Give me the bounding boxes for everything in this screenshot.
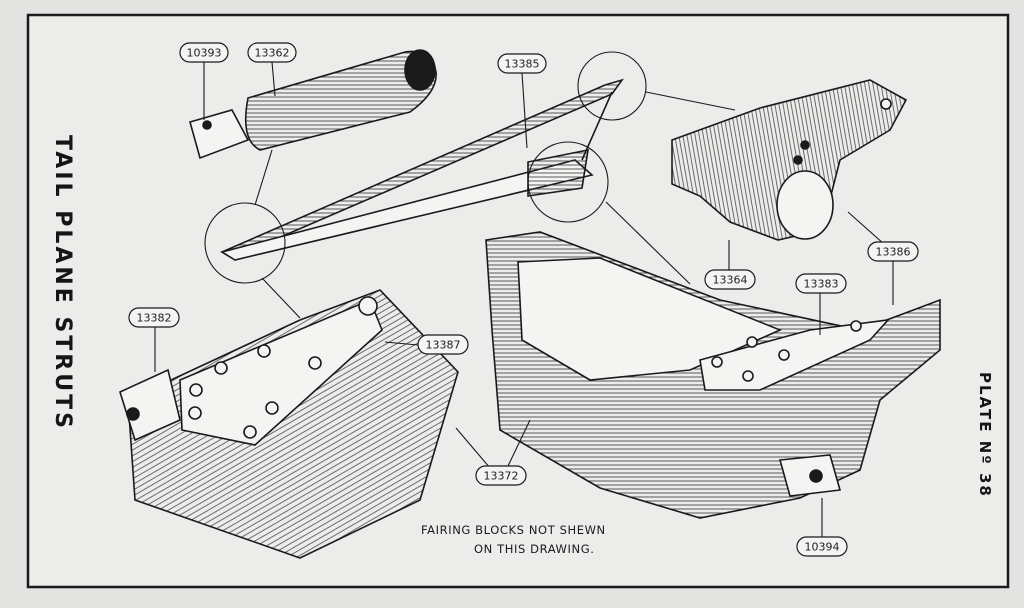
lower-left-fitting-drawing — [119, 289, 459, 559]
drawing-note-line-2: ON THIS DRAWING. — [474, 542, 594, 556]
detail-circles — [204, 51, 647, 284]
plate-label: PLATE — [976, 372, 994, 433]
svg-text:PLATE Nº 38: PLATE Nº 38 — [976, 372, 994, 498]
plate-no: Nº — [976, 441, 994, 466]
strut-end-fitting-drawing — [189, 49, 437, 160]
part-label-13386: 13386 — [876, 246, 911, 259]
callout-10394: 10394 — [796, 536, 848, 557]
part-label-13382: 13382 — [137, 312, 172, 325]
callout-13387: 13387 — [417, 334, 469, 355]
plate-num: 38 — [976, 473, 994, 498]
detail-circle-top — [577, 51, 647, 121]
plate-number: PLATE Nº 38 — [976, 372, 994, 498]
part-label-10393: 10393 — [187, 47, 222, 60]
part-label-13364: 13364 — [713, 274, 748, 287]
v-strut-drawing — [219, 78, 624, 261]
detail-circle-left — [204, 202, 286, 284]
part-label-13385: 13385 — [505, 58, 540, 71]
callout-13382: 13382 — [128, 307, 180, 328]
detail-circle-mid — [527, 141, 609, 223]
side-title: TAIL PLANE STRUTS — [50, 135, 75, 431]
upper-fitting-drawing — [671, 79, 908, 241]
lower-right-fitting-drawing — [485, 231, 941, 519]
callout-13364: 13364 — [704, 269, 756, 290]
callout-13362: 13362 — [247, 42, 297, 63]
callout-13372: 13372 — [475, 465, 527, 486]
callout-13383: 13383 — [795, 273, 847, 294]
part-label-13362: 13362 — [255, 47, 290, 60]
callout-13385: 13385 — [497, 53, 547, 74]
callout-10393: 10393 — [179, 42, 229, 63]
part-label-13387: 13387 — [426, 339, 461, 352]
part-label-10394: 10394 — [805, 541, 840, 554]
drawing-note-line-1: FAIRING BLOCKS NOT SHEWN — [421, 523, 606, 537]
callout-13386: 13386 — [867, 241, 919, 262]
part-label-13372: 13372 — [484, 470, 519, 483]
part-label-13383: 13383 — [804, 278, 839, 291]
